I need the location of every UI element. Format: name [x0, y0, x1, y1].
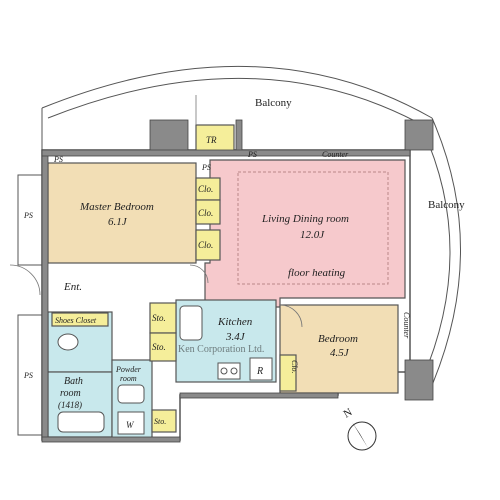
watermark: Ken Corporation Ltd.: [178, 344, 264, 355]
bathtub: [57, 411, 105, 433]
kitchen-size: 3.4J: [225, 331, 246, 343]
master-bedroom-size: 6.1J: [108, 216, 128, 228]
cooktop: [217, 362, 241, 380]
counter-right-label: Counter: [402, 312, 411, 339]
wall-top-mid: [235, 119, 243, 153]
closet-3: [195, 229, 221, 261]
balcony-right-label: Balcony: [428, 199, 465, 211]
wall-left: [41, 149, 49, 441]
closet-label-4: Clo.: [290, 360, 299, 374]
compass-ring: [347, 421, 377, 451]
balcony-right-rail-inner: [421, 127, 451, 381]
wall-top: [41, 149, 411, 157]
bedroom-size: 4.5J: [330, 347, 350, 359]
living-dining-size: 12.0J: [300, 229, 325, 241]
ps-label-4: PS: [23, 211, 33, 220]
bathroom-size: (1418): [58, 400, 82, 410]
storage-label-3: Sto.: [154, 417, 166, 426]
floor-heating-label: floor heating: [288, 267, 346, 279]
storage-label-2: Sto.: [152, 342, 166, 352]
ps-label-1: PS: [53, 155, 63, 164]
washer-label: W: [126, 420, 135, 430]
trunk-room-label: TR: [206, 135, 217, 145]
shoes-closet: [51, 312, 109, 327]
master-bedroom: [47, 162, 197, 264]
toilet: [57, 333, 79, 351]
closet-4: [279, 354, 297, 392]
counter-top-label: Counter: [322, 150, 349, 159]
closet-label-3: Clo.: [198, 240, 213, 250]
storage-1: [149, 302, 177, 334]
burner-2: [230, 367, 238, 375]
bedroom-door: [279, 304, 303, 328]
refrigerator-space: [249, 357, 273, 381]
north-label: N: [342, 406, 355, 420]
master-bedroom-door: [189, 264, 209, 284]
ps-label-3: PS: [247, 150, 257, 159]
wash-basin: [117, 384, 145, 404]
closet-2: [195, 199, 221, 225]
column-top-left: [149, 119, 189, 153]
bathroom-label: Bath: [64, 376, 83, 387]
balcony-right-rail-outer: [429, 117, 461, 391]
ps-label-5: PS: [23, 371, 33, 380]
living-dining-label: Living Dining room: [261, 213, 349, 225]
storage-2: [149, 332, 177, 362]
north-arrow-icon: [352, 422, 368, 448]
balcony-top-label: Balcony: [255, 97, 292, 109]
trunk-room: [195, 124, 235, 154]
balcony-top-rail-inner: [47, 77, 429, 129]
master-bedroom-label: Master Bedroom: [79, 201, 154, 213]
shoes-closet-label: Shoes Closet: [55, 316, 97, 325]
powder-room-label-line2: room: [120, 374, 137, 383]
closet-label-2: Clo.: [198, 208, 213, 218]
kitchen-label: Kitchen: [217, 316, 253, 328]
powder-room-label: Powder: [115, 365, 142, 374]
bathroom-label-line2: room: [60, 388, 81, 399]
storage-label-1: Sto.: [152, 313, 166, 323]
column-bottom-right: [404, 359, 434, 401]
left-ps-strip-upper: [17, 174, 43, 266]
column-top-right: [404, 119, 434, 151]
bedroom-label: Bedroom: [318, 333, 358, 345]
burner-1: [220, 367, 228, 375]
entrance-label: Ent.: [63, 281, 82, 293]
refrigerator-label: R: [256, 366, 263, 377]
closet-label-1: Clo.: [198, 184, 213, 194]
bedroom: [279, 304, 399, 394]
entrance-door: [9, 264, 41, 296]
balcony-top-rail-outer: [41, 65, 433, 119]
left-ps-strip-lower: [17, 314, 43, 436]
storage-3: [151, 409, 177, 433]
kitchen-sink: [179, 305, 203, 341]
ps-label-2: PS: [201, 163, 211, 172]
washer-space: [117, 411, 145, 435]
wall-bottom: [41, 436, 181, 443]
floor-heating-area: [237, 171, 389, 285]
wall-bottom-mid: [179, 392, 339, 399]
